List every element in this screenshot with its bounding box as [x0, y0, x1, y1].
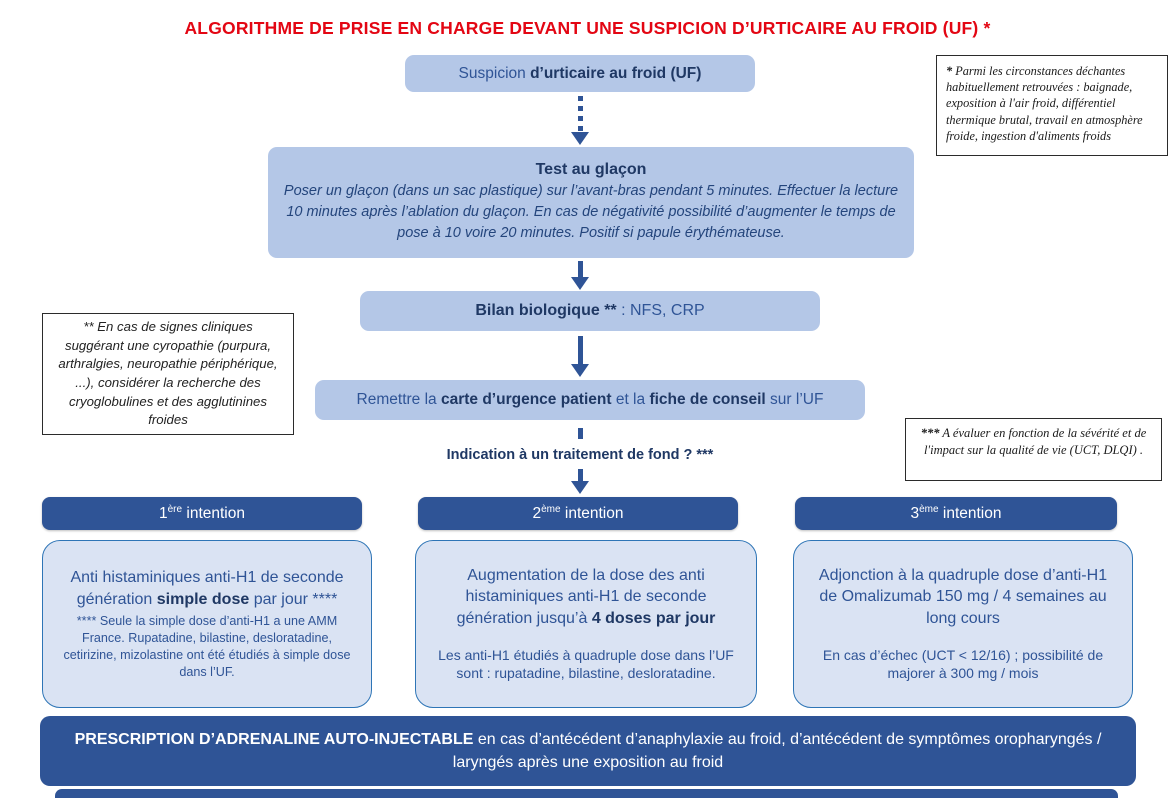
arrow-head: [571, 364, 589, 377]
arrow-down-3: [571, 469, 589, 494]
intention-1-panel: Anti histaminiques anti-H1 de seconde gé…: [42, 540, 372, 708]
suspicion-text: Suspicion d’urticaire au froid (UF): [458, 64, 702, 82]
intention-3-main: Adjonction à la quadruple dose d’anti-H1…: [818, 566, 1108, 627]
arrow-down-2: [571, 336, 589, 377]
note-triple-star: *** A évaluer en fonction de la sévérité…: [905, 418, 1162, 481]
biology-box: Bilan biologique ** : NFS, CRP: [360, 291, 820, 331]
intention-2-label: 2ème intention: [532, 503, 624, 522]
note-star-text: Parmi les circonstances déchantes habitu…: [946, 64, 1143, 143]
intention-2-detail: Les anti-H1 étudiés à quadruple dose dan…: [438, 646, 734, 682]
handout-box: Remettre la carte d’urgence patient et l…: [315, 380, 865, 420]
note-star: * Parmi les circonstances déchantes habi…: [936, 55, 1168, 156]
adrenaline-text: PRESCRIPTION D’ADRENALINE AUTO-INJECTABL…: [74, 730, 1102, 771]
suspicion-box: Suspicion d’urticaire au froid (UF): [405, 55, 755, 92]
treatment-question: Indication à un traitement de fond ? ***: [446, 447, 714, 463]
arrow-head: [571, 132, 589, 145]
note-triple-star-marker: ***: [920, 426, 940, 440]
intention-2-header: 2ème intention: [418, 497, 738, 530]
arrow-shaft: [577, 261, 583, 277]
intention-3-panel: Adjonction à la quadruple dose d’anti-H1…: [793, 540, 1133, 708]
cropped-bottom-box: [55, 789, 1118, 798]
ice-test-box: Test au glaçon Poser un glaçon (dans un …: [268, 147, 914, 258]
arrow-head: [571, 481, 589, 494]
ice-test-body: Poser un glaçon (dans un sac plastique) …: [283, 182, 899, 241]
intention-3-header: 3ème intention: [795, 497, 1117, 530]
intention-1-detail: **** Seule la simple dose d’anti-H1 a un…: [63, 614, 351, 680]
page-title: ALGORITHME DE PRISE EN CHARGE DEVANT UNE…: [184, 18, 991, 38]
intention-2-panel: Augmentation de la dose des anti histami…: [415, 540, 757, 708]
intention-3-detail: En cas d’échec (UCT < 12/16) ; possibili…: [822, 646, 1104, 682]
ice-test-title: Test au glaçon: [535, 160, 647, 178]
biology-text: Bilan biologique ** : NFS, CRP: [475, 302, 705, 319]
note-double-star: ** En cas de signes cliniques suggérant …: [42, 313, 294, 435]
adrenaline-bar: PRESCRIPTION D’ADRENALINE AUTO-INJECTABL…: [40, 716, 1136, 786]
intention-3-label: 3ème intention: [910, 503, 1002, 522]
intention-1-label: 1ère intention: [159, 503, 245, 522]
arrow-dotted-down: [571, 96, 589, 145]
connector-dash: [578, 428, 583, 439]
arrow-down-1: [571, 261, 589, 290]
intention-1-main: Anti histaminiques anti-H1 de seconde gé…: [70, 568, 344, 608]
note-star-marker: *: [946, 64, 953, 78]
handout-text: Remettre la carte d’urgence patient et l…: [356, 391, 824, 408]
note-triple-star-text: A évaluer en fonction de la sévérité et …: [923, 426, 1147, 457]
arrow-shaft: [577, 469, 583, 481]
arrow-shaft: [577, 96, 583, 132]
intention-1-header: 1ère intention: [42, 497, 362, 530]
arrow-shaft: [577, 336, 583, 364]
arrow-head: [571, 277, 589, 290]
note-double-star-text: ** En cas de signes cliniques suggérant …: [58, 318, 278, 428]
intention-2-main: Augmentation de la dose des anti histami…: [456, 566, 716, 627]
